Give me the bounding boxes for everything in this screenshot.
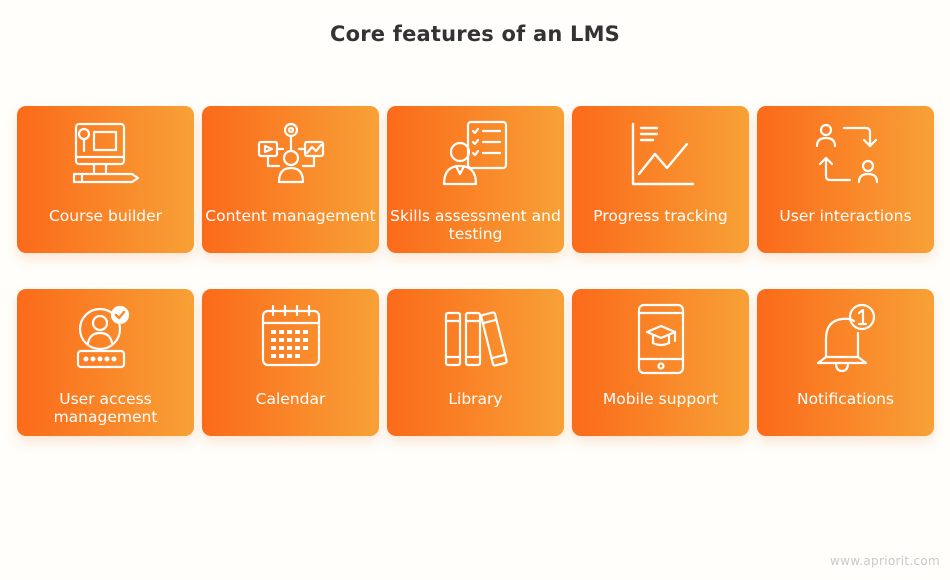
feature-label: Mobile support xyxy=(602,390,719,408)
feature-label: Content management xyxy=(205,207,376,225)
feature-label: Notifications xyxy=(796,390,894,408)
feature-card-content-management: Content management xyxy=(202,106,379,253)
progress-chart-icon xyxy=(623,118,699,194)
course-builder-icon xyxy=(68,118,144,194)
feature-card-calendar: Calendar xyxy=(202,289,379,436)
content-management-icon xyxy=(253,118,329,194)
feature-card-course-builder: Course builder xyxy=(17,106,194,253)
mobile-support-icon xyxy=(623,301,699,377)
feature-card-progress-tracking: Progress tracking xyxy=(572,106,749,253)
skills-assessment-icon xyxy=(438,118,514,194)
page-title: Core features of an LMS xyxy=(329,22,620,46)
feature-card-skills-assessment: Skills assessment and testing xyxy=(387,106,564,253)
feature-label: Calendar xyxy=(255,390,326,408)
user-access-icon xyxy=(68,301,144,377)
feature-label: Course builder xyxy=(48,207,163,225)
feature-card-user-access-management: User access management xyxy=(17,289,194,436)
feature-card-user-interactions: User interactions xyxy=(757,106,934,253)
feature-card-notifications: Notifications xyxy=(757,289,934,436)
feature-label: User access management xyxy=(53,390,158,426)
feature-label: User interactions xyxy=(779,207,912,225)
feature-label: Skills assessment and testing xyxy=(390,207,561,243)
library-books-icon xyxy=(438,301,514,377)
calendar-icon xyxy=(253,301,329,377)
user-interactions-icon xyxy=(808,118,884,194)
notification-bell-icon xyxy=(808,301,884,377)
feature-label: Library xyxy=(448,390,503,408)
feature-label: Progress tracking xyxy=(593,207,728,225)
feature-card-library: Library xyxy=(387,289,564,436)
watermark-url: www.apriorit.com xyxy=(830,554,940,568)
feature-card-mobile-support: Mobile support xyxy=(572,289,749,436)
